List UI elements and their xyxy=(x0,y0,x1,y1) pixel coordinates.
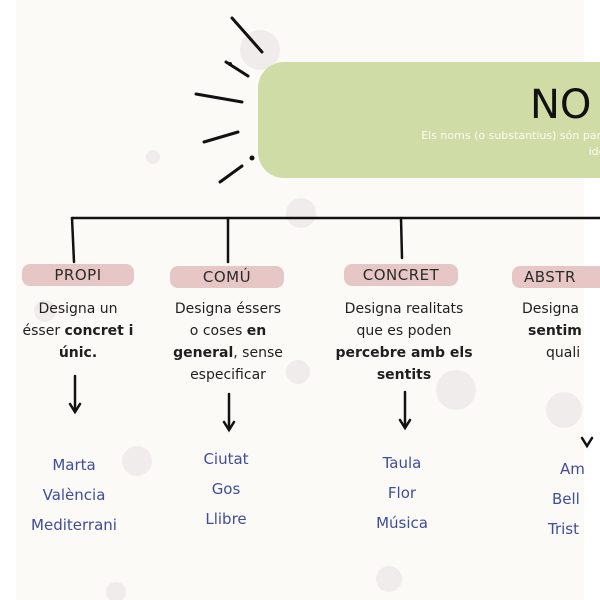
background-dot xyxy=(436,370,476,410)
arrow-head xyxy=(222,420,236,433)
examples-concret: Taula Flor Música xyxy=(352,448,452,538)
burst-stroke xyxy=(194,92,244,104)
example-item: Ciutat xyxy=(203,450,249,468)
description-line: que es poden xyxy=(356,323,452,339)
example-item: Música xyxy=(376,514,428,532)
banner-subtitle-line: Els noms (o substantius) són parau xyxy=(421,129,600,142)
description-line: quali xyxy=(546,345,581,361)
category-label-comu: COMÚ xyxy=(170,266,284,288)
arrow-head xyxy=(398,418,412,431)
example-item: Gos xyxy=(211,480,241,498)
description-line: sentim xyxy=(528,323,582,339)
burst-stroke xyxy=(230,16,264,54)
title-banner: NO Els noms (o substantius) són parau id… xyxy=(258,62,600,178)
description-line: general, sense xyxy=(173,345,283,361)
example-item: Bell xyxy=(552,490,580,508)
description-line: especificar xyxy=(190,367,266,383)
category-label-concret: CONCRET xyxy=(344,264,458,286)
description-line: únic. xyxy=(58,345,98,361)
burst-stroke xyxy=(202,130,240,144)
background-dot xyxy=(286,360,310,384)
examples-propi: Marta València Mediterrani xyxy=(10,450,138,540)
example-item: Marta xyxy=(52,456,96,474)
description-line: ésser concret i xyxy=(22,323,134,339)
tree-branch xyxy=(399,216,404,260)
example-item: Llibre xyxy=(205,510,247,528)
burst-dot xyxy=(249,155,255,161)
category-label-abstracte: ABSTR xyxy=(512,266,600,288)
arrow-head xyxy=(580,436,594,449)
background-dot xyxy=(34,300,56,322)
category-description-propi: Designa un ésser concret i únic. xyxy=(0,298,156,364)
example-item: Flor xyxy=(387,484,417,502)
description-line: Designa xyxy=(522,301,579,317)
example-item: Mediterrani xyxy=(31,516,117,534)
background-dot xyxy=(106,582,126,600)
background-dot xyxy=(146,150,160,164)
category-label-propi: PROPI xyxy=(22,264,134,286)
background-dot xyxy=(286,198,316,228)
tree-branch xyxy=(70,216,76,264)
burst-dot xyxy=(228,62,232,66)
banner-subtitle: Els noms (o substantius) són parau idees… xyxy=(328,128,600,160)
example-item: Trist xyxy=(548,520,579,538)
description-line: Designa realitats xyxy=(344,301,464,317)
example-item: Taula xyxy=(382,454,422,472)
background-dot xyxy=(376,566,402,592)
example-item: València xyxy=(42,486,106,504)
category-description-concret: Designa realitats que es poden percebre … xyxy=(320,298,488,386)
category-description-comu: Designa éssers o coses en general, sense… xyxy=(152,298,304,386)
banner-title: NO xyxy=(530,82,592,128)
description-line: Designa un xyxy=(38,301,118,317)
arrow-head xyxy=(68,402,82,415)
category-description-abstracte: Designa sentim quali xyxy=(520,298,600,364)
background-dot xyxy=(546,392,582,428)
description-line: o coses en xyxy=(189,323,267,339)
description-line: Designa éssers xyxy=(174,301,282,317)
example-item: Am xyxy=(560,460,585,478)
description-line: sentits xyxy=(376,367,432,383)
description-line: percebre amb els xyxy=(335,345,473,361)
background-dot xyxy=(122,446,152,476)
burst-stroke xyxy=(218,164,244,184)
examples-abstracte: Am Bell Trist xyxy=(544,454,600,544)
examples-comu: Ciutat Gos Llibre xyxy=(176,444,276,534)
banner-subtitle-line: idees o s xyxy=(588,145,600,158)
